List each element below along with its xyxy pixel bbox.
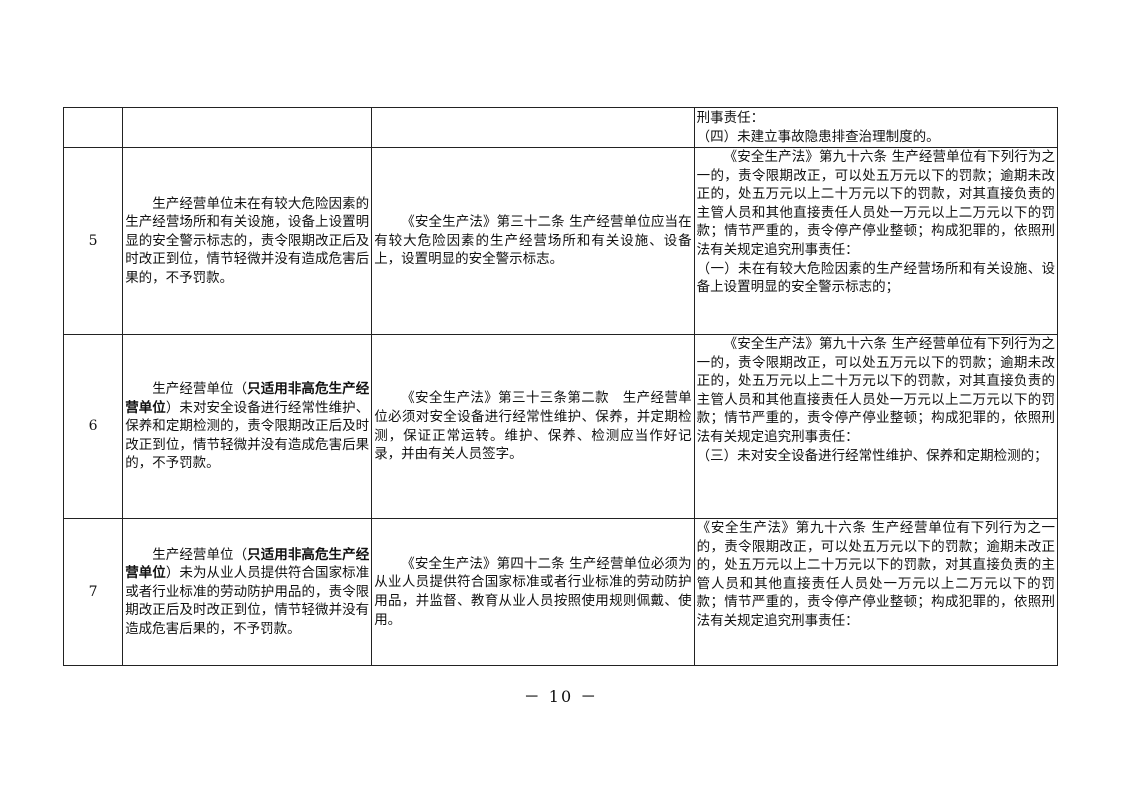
table-row-continued: 刑事责任： （四）未建立事故隐患排查治理制度的。 [62, 107, 1059, 148]
penalty-item: （四）未建立事故隐患排查治理制度的。 [696, 128, 940, 145]
penalty-paragraph: 《安全生产法》第九十六条 生产经营单位有下列行为之一的，责令限期改正，可以处五万… [696, 336, 1055, 445]
row-number: 5 [62, 147, 124, 335]
legal-basis: 《安全生产法》第三十二条 生产经营单位应当在有较大危险因素的生产经营场所和有关设… [371, 147, 695, 335]
row-number: 7 [62, 518, 124, 666]
basis-text: 《安全生产法》第三十三条第二款 生产经营单位必须对安全设备进行经常性维护、保养，… [374, 390, 692, 463]
penalty-provision: 《安全生产法》第九十六条 生产经营单位有下列行为之一的，责令限期改正，可以处五万… [693, 334, 1059, 519]
case-text-end: ）未对安全设备进行经常性维护、保养和定期检测的，责令限期改正后及时改正到位，情节… [125, 399, 370, 472]
scope-note: 只适用非高危生产经营单位 [125, 546, 370, 582]
case-description: 生产经营单位（只适用非高危生产经营单位）未对安全设备进行经常性维护、保养和定期检… [122, 334, 373, 519]
row-number: 6 [62, 334, 124, 519]
case-text: 生产经营单位未在有较大危险因素的生产经营场所和有关设施，设备上设置明显的安全警示… [125, 195, 370, 286]
case-text: 生产经营单位（只适用非高危生产经营单位）未为从业人员提供符合国家标准或者行业标准… [125, 546, 369, 639]
legal-basis [371, 107, 695, 148]
regulation-table: 刑事责任： （四）未建立事故隐患排查治理制度的。 5 生产经营单位未在有较大危险… [62, 107, 1059, 666]
penalty-paragraph: 《安全生产法》第九十六条 生产经营单位有下列行为之一的，责令限期改正，可以处五万… [696, 520, 1055, 629]
penalty-paragraph: 《安全生产法》第九十六条 生产经营单位有下列行为之一的，责令限期改正，可以处五万… [696, 149, 1055, 258]
case-text: 生产经营单位（只适用非高危生产经营单位）未对安全设备进行经常性维护、保养和定期检… [125, 380, 369, 473]
row-number [62, 107, 124, 148]
case-text-end: ）未为从业人员提供符合国家标准或者行业标准的劳动防护用品的，责令限期改正后及时改… [125, 565, 370, 637]
penalty-provision: 《安全生产法》第九十六条 生产经营单位有下列行为之一的，责令限期改正，可以处五万… [693, 147, 1059, 335]
table-row-5: 5 生产经营单位未在有较大危险因素的生产经营场所和有关设施，设备上设置明显的安全… [62, 147, 1059, 335]
penalty-provision: 刑事责任： （四）未建立事故隐患排查治理制度的。 [693, 107, 1059, 148]
legal-basis: 《安全生产法》第三十三条第二款 生产经营单位必须对安全设备进行经常性维护、保养，… [371, 334, 695, 519]
penalty-paragraph: 刑事责任： [696, 109, 765, 126]
scope-note: 只适用非高危生产经营单位 [125, 381, 370, 416]
penalty-item: （三）未对安全设备进行经常性维护、保养和定期检测的； [696, 447, 1048, 464]
table-row-6: 6 生产经营单位（只适用非高危生产经营单位）未对安全设备进行经常性维护、保养和定… [62, 334, 1059, 519]
penalty-item: （一）未在有较大危险因素的生产经营场所和有关设施、设备上设置明显的安全警示标志的… [696, 260, 1055, 296]
case-description: 生产经营单位（只适用非高危生产经营单位）未为从业人员提供符合国家标准或者行业标准… [122, 518, 373, 666]
case-description: 生产经营单位未在有较大危险因素的生产经营场所和有关设施，设备上设置明显的安全警示… [122, 147, 373, 335]
penalty-provision: 《安全生产法》第九十六条 生产经营单位有下列行为之一的，责令限期改正，可以处五万… [693, 518, 1059, 666]
basis-text: 《安全生产法》第三十二条 生产经营单位应当在有较大危险因素的生产经营场所和有关设… [374, 214, 692, 268]
page-number: － 10 － [523, 687, 599, 706]
legal-basis: 《安全生产法》第四十二条 生产经营单位必须为从业人员提供符合国家标准或者行业标准… [371, 518, 695, 666]
table-row-7: 7 生产经营单位（只适用非高危生产经营单位）未为从业人员提供符合国家标准或者行业… [62, 518, 1059, 666]
case-text-start: 生产经营单位（ [152, 546, 248, 563]
basis-text: 《安全生产法》第四十二条 生产经营单位必须为从业人员提供符合国家标准或者行业标准… [374, 555, 692, 628]
case-description [122, 107, 373, 148]
case-text-start: 生产经营单位（ [152, 381, 248, 398]
